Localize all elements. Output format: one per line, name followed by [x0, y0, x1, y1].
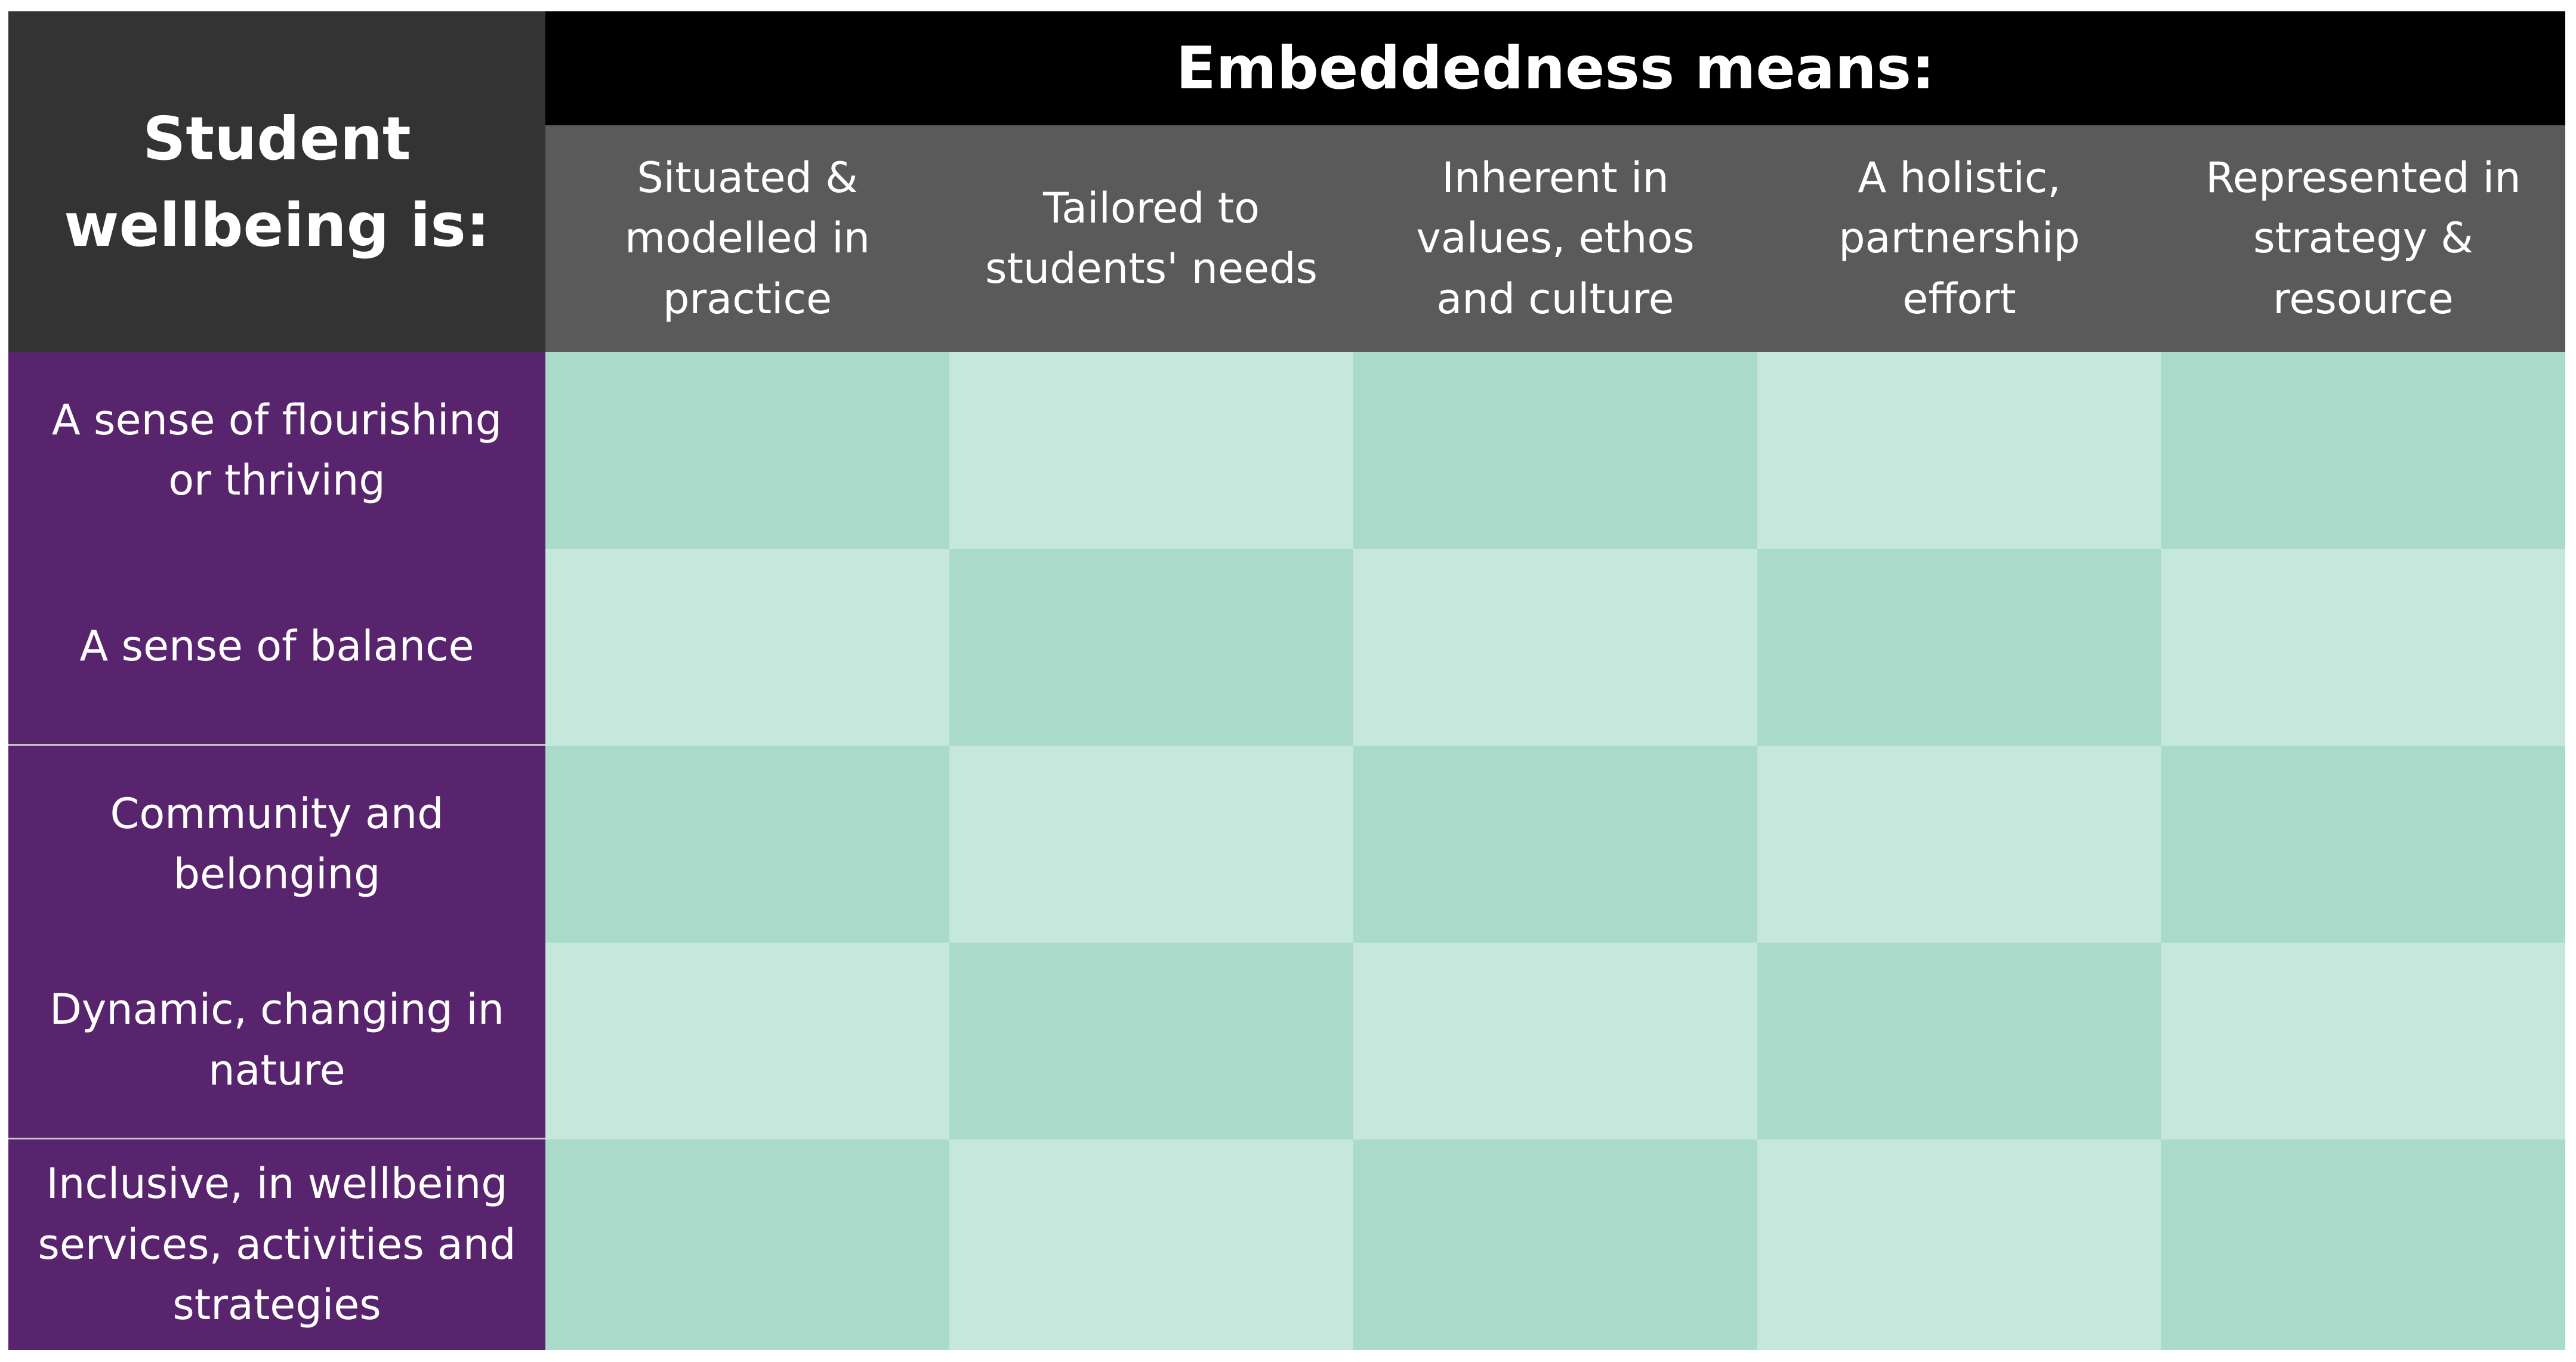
- matrix-cell-r1-c3: [1353, 352, 1757, 549]
- row-header-3: Community and belonging: [8, 746, 545, 943]
- row-header-2: A sense of balance: [8, 549, 545, 746]
- embeddedness-matrix: Student wellbeing is: Embeddedness means…: [8, 11, 2565, 1350]
- row-header-label: A sense of balance: [79, 621, 474, 671]
- column-header-label: Inherent in values, ethos and culture: [1416, 153, 1695, 323]
- column-header-3: Inherent in values, ethos and culture: [1353, 125, 1757, 352]
- matrix-cell-r2-c3: [1353, 549, 1757, 746]
- matrix-cell-r1-c2: [949, 352, 1353, 549]
- matrix-cell-r3-c3: [1353, 746, 1757, 943]
- matrix-cell-r4-c1: [545, 943, 949, 1139]
- row-header-label: Inclusive, in wellbeing services, activi…: [38, 1159, 516, 1330]
- column-header-label: Represented in strategy & resource: [2205, 153, 2521, 323]
- matrix-cell-r1-c5: [2161, 352, 2565, 549]
- column-header-2: Tailored to students' needs: [949, 125, 1353, 352]
- row-header-label: A sense of flourishing or thriving: [51, 395, 502, 505]
- matrix-cell-r1-c4: [1757, 352, 2161, 549]
- matrix-cell-r5-c5: [2161, 1139, 2565, 1350]
- matrix-cell-r2-c4: [1757, 549, 2161, 746]
- matrix-cell-r1-c1: [545, 352, 949, 549]
- column-header-1: Situated & modelled in practice: [545, 125, 949, 352]
- matrix-cell-r2-c1: [545, 549, 949, 746]
- corner-title: Student wellbeing is:: [64, 103, 490, 260]
- matrix-cell-r3-c2: [949, 746, 1353, 943]
- matrix-cell-r4-c4: [1757, 943, 2161, 1139]
- row-header-1: A sense of flourishing or thriving: [8, 352, 545, 549]
- column-header-4: A holistic, partnership effort: [1757, 125, 2161, 352]
- column-header-label: A holistic, partnership effort: [1838, 153, 2080, 323]
- row-header-label: Dynamic, changing in nature: [49, 985, 505, 1095]
- matrix-cell-r3-c1: [545, 746, 949, 943]
- row-header-label: Community and belonging: [110, 789, 444, 899]
- column-header-label: Tailored to students' needs: [985, 183, 1318, 294]
- column-header-5: Represented in strategy & resource: [2161, 125, 2565, 352]
- matrix-cell-r3-c4: [1757, 746, 2161, 943]
- row-header-5: Inclusive, in wellbeing services, activi…: [8, 1139, 545, 1350]
- corner-header: Student wellbeing is:: [8, 11, 545, 352]
- matrix-cell-r3-c5: [2161, 746, 2565, 943]
- matrix-cell-r2-c5: [2161, 549, 2565, 746]
- column-header-label: Situated & modelled in practice: [625, 153, 870, 323]
- matrix-cell-r5-c2: [949, 1139, 1353, 1350]
- matrix-cell-r5-c1: [545, 1139, 949, 1350]
- top-header: Embeddedness means:: [545, 11, 2565, 125]
- matrix-cell-r4-c5: [2161, 943, 2565, 1139]
- matrix-cell-r4-c3: [1353, 943, 1757, 1139]
- row-header-4: Dynamic, changing in nature: [8, 943, 545, 1139]
- matrix-cell-r2-c2: [949, 549, 1353, 746]
- matrix-cell-r5-c4: [1757, 1139, 2161, 1350]
- matrix-cell-r4-c2: [949, 943, 1353, 1139]
- matrix-cell-r5-c3: [1353, 1139, 1757, 1350]
